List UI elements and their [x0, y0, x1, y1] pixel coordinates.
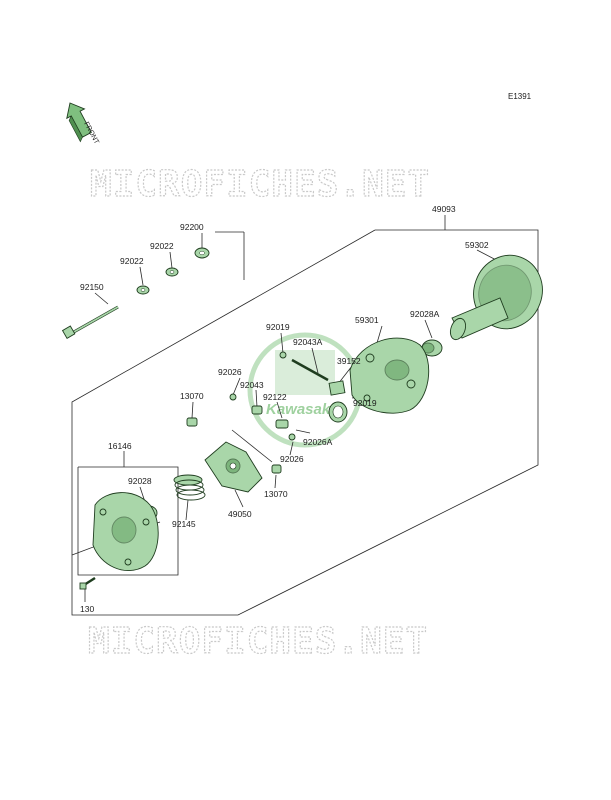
label-92145: 92145 — [172, 519, 196, 529]
part-59302-fixed-sheave — [449, 254, 543, 341]
part-92019-lower — [363, 394, 371, 402]
part-92200-washer — [194, 247, 210, 259]
label-92019-b: 92019 — [353, 398, 377, 408]
label-92019-a: 92019 — [266, 322, 290, 332]
part-130-bolt — [79, 576, 96, 590]
label-16146: 16146 — [108, 441, 132, 451]
part-13070-lower — [271, 464, 282, 474]
label-92122: 92122 — [263, 392, 287, 402]
label-13070-b: 13070 — [264, 489, 288, 499]
label-92200: 92200 — [180, 222, 204, 232]
logo-text: Kawasaki — [266, 401, 335, 418]
label-59301: 59301 — [355, 315, 379, 325]
part-92026A-ring — [328, 401, 348, 423]
label-92150: 92150 — [80, 282, 104, 292]
label-49050: 49050 — [228, 509, 252, 519]
label-92022-a: 92022 — [150, 241, 174, 251]
part-92122-roller — [275, 419, 289, 429]
label-39152: 39152 — [337, 356, 361, 366]
label-130: 130 — [80, 604, 94, 614]
part-92019-upper — [279, 351, 287, 359]
part-92022-washer-1 — [136, 285, 150, 295]
part-49050-spider — [204, 441, 263, 493]
label-13070-a: 13070 — [180, 391, 204, 401]
label-92043: 92043 — [240, 380, 264, 390]
label-92028: 92028 — [128, 476, 152, 486]
diagram-code: E1391 — [508, 92, 532, 101]
label-92026A: 92026A — [303, 437, 333, 447]
part-59301-movable-sheave — [349, 337, 430, 414]
label-59302: 59302 — [465, 240, 489, 250]
part-92028A-bushing — [421, 339, 443, 357]
part-13070-upper — [186, 417, 198, 427]
part-39152-weight — [328, 380, 346, 396]
part-92026-lower — [288, 433, 296, 441]
label-92026-b: 92026 — [280, 454, 304, 464]
part-92150-bolt — [61, 305, 119, 339]
assembly-frame — [71, 229, 539, 616]
kit-frame-16146 — [77, 466, 179, 576]
part-92022-washer-2 — [165, 267, 179, 277]
part-92043-roller — [251, 405, 263, 415]
label-92028A: 92028A — [410, 309, 440, 319]
part-labels: 49093 59302 92200 92022 92022 92150 9202… — [80, 204, 489, 614]
part-92026-upper — [229, 393, 237, 401]
label-92043A: 92043A — [293, 337, 323, 347]
label-49093: 49093 — [432, 204, 456, 214]
part-92043A-pin — [291, 358, 329, 382]
part-16146-cover — [92, 492, 159, 571]
watermark-bottom: MICROFICHES.NET — [88, 621, 428, 662]
part-92145-spring — [173, 474, 206, 501]
watermark-top: MICROFICHES.NET — [90, 164, 430, 205]
front-arrow-icon — [66, 102, 92, 143]
label-92026-a: 92026 — [218, 367, 242, 377]
label-92022-b: 92022 — [120, 256, 144, 266]
